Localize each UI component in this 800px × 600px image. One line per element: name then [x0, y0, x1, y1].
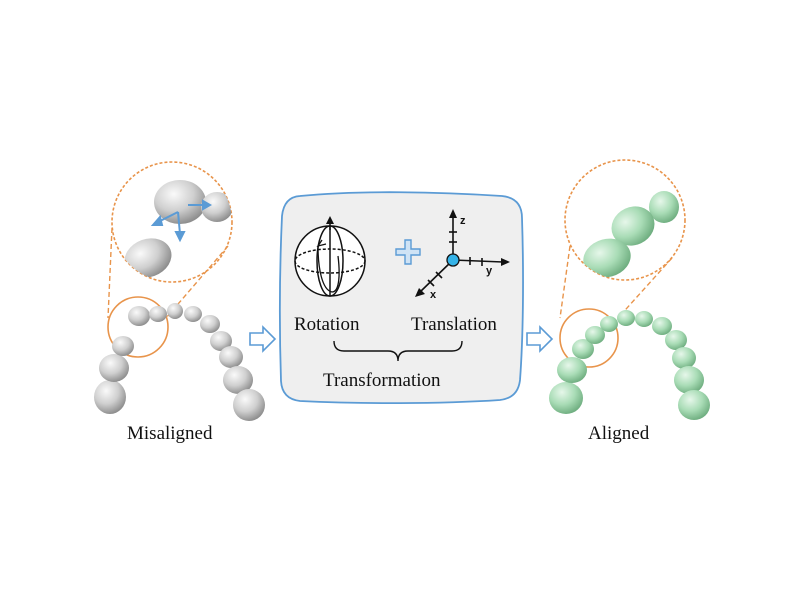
misaligned-arch [94, 161, 265, 421]
misalignment-arrows [150, 199, 213, 243]
aligned-arch [549, 159, 710, 420]
axis-y-label: y [486, 265, 493, 277]
right-arrow-icon [526, 325, 554, 353]
teeth [94, 303, 265, 421]
axis-x-label: x [430, 289, 437, 301]
axis-z-label: z [460, 215, 466, 227]
transformation-label: Transformation [323, 370, 441, 391]
right-arrow-icon [249, 325, 277, 353]
xyz-axes-icon: z y x [415, 209, 510, 301]
aligned-label: Aligned [588, 423, 650, 444]
translation-label: Translation [411, 314, 497, 335]
teeth [549, 310, 710, 420]
transformation-panel: z y x [279, 191, 524, 405]
highlight-circle [107, 296, 169, 358]
brace-icon [333, 340, 463, 362]
zoom-circle-icon [559, 159, 686, 319]
plus-icon [395, 239, 421, 265]
highlight-circle [559, 308, 619, 368]
zoomed-teeth [124, 180, 232, 278]
rotation-label: Rotation [294, 314, 360, 335]
misaligned-label: Misaligned [127, 423, 213, 444]
zoom-circle-icon [107, 161, 233, 319]
rotation-sphere-icon [294, 216, 366, 297]
zoomed-teeth [583, 191, 679, 278]
